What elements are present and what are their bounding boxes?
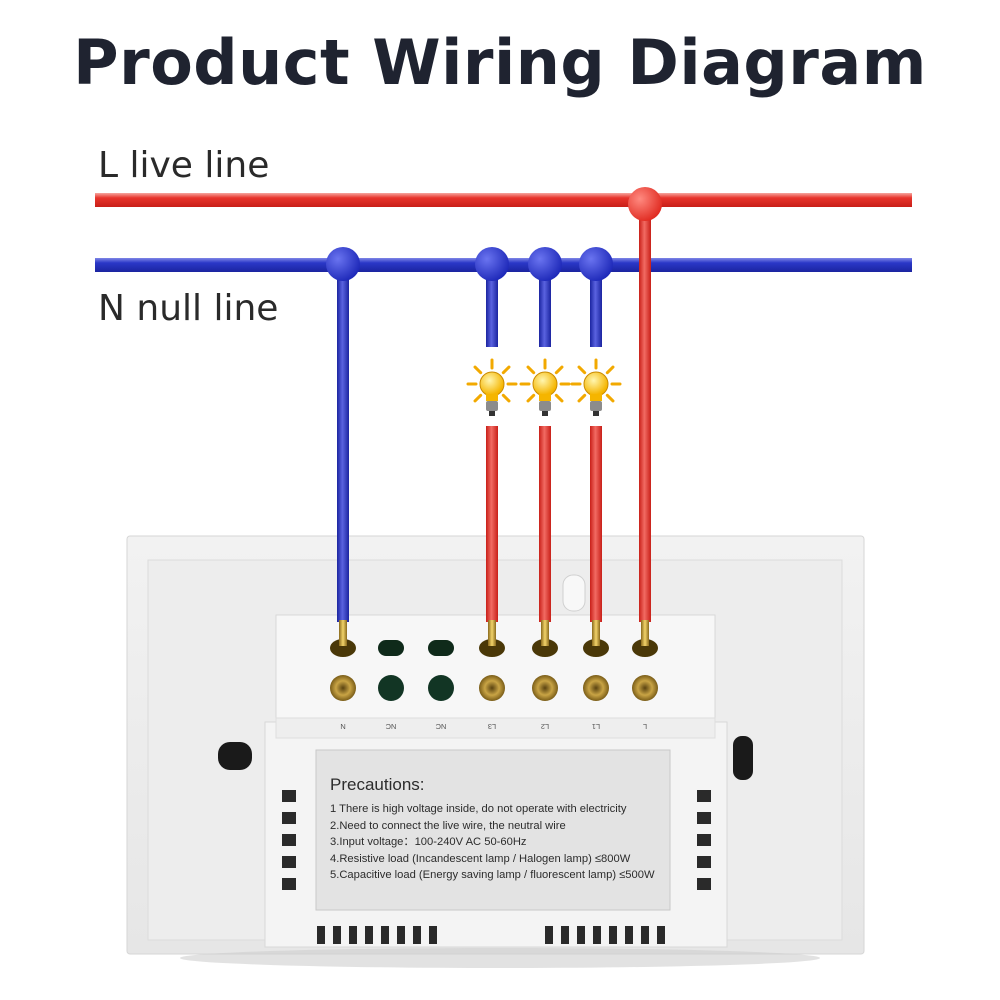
l3-wire	[486, 265, 498, 646]
l2-wire	[539, 265, 551, 646]
precaution-item: 1 There is high voltage inside, do not o…	[330, 803, 627, 815]
precaution-item: 5.Capacitive load (Energy saving lamp / …	[330, 869, 655, 881]
terminal-label: N	[340, 722, 346, 731]
junction-dot	[628, 187, 662, 221]
junction-dot	[528, 247, 562, 281]
bulb-icon	[519, 358, 571, 416]
terminal-label: NC	[435, 722, 447, 731]
precautions-heading: Precautions:	[330, 775, 425, 794]
precaution-item: 4.Resistive load (Incandescent lamp / Ha…	[330, 852, 631, 865]
null-line-label: N null line	[98, 288, 279, 329]
bulb-icon	[570, 358, 622, 416]
precaution-item: 3.Input voltage：100-240V AC 50-60Hz	[330, 836, 527, 848]
terminal-label: NC	[385, 722, 397, 731]
terminal-label: L	[642, 722, 648, 731]
bulb-icon	[466, 358, 518, 416]
precaution-item: 2.Need to connect the live wire, the neu…	[330, 819, 566, 832]
neutral-wire	[337, 265, 349, 622]
live-line	[95, 193, 912, 207]
l1-wire	[590, 265, 602, 646]
page-title: Product Wiring Diagram	[73, 26, 927, 99]
junction-dot	[579, 247, 613, 281]
terminal-screws	[330, 639, 658, 701]
precautions-panel: Precautions: 1 There is high voltage ins…	[330, 775, 670, 884]
terminal-label: L2	[540, 722, 550, 731]
junction-dot	[475, 247, 509, 281]
junction-dot	[326, 247, 360, 281]
terminal-label: L3	[487, 722, 497, 731]
terminal-label: L1	[591, 722, 601, 731]
live-line-label: L live line	[98, 145, 270, 186]
live-wire	[639, 200, 651, 622]
